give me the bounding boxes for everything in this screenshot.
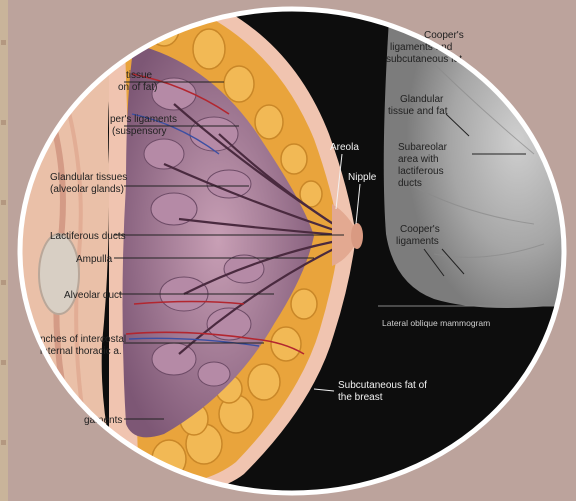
- label-glandular-tissues-line2: (alveolar glands): [50, 184, 124, 195]
- label-subcutaneous-fat-line1: Subcutaneous fat of: [338, 380, 427, 391]
- frame-mark: [1, 280, 6, 285]
- mammo-label-glandular-line2: tissue and fat: [388, 106, 448, 117]
- label-coopers-ligaments-line2: (suspensory: [112, 126, 166, 137]
- label-coopers-ligaments-line1: per's ligaments: [110, 114, 177, 125]
- mammo-label-subareolar-line1: Subareolar: [398, 142, 448, 153]
- mammo-label-coopers-ligaments-line1: Cooper's: [400, 224, 440, 235]
- label-subcutaneous-fat-line2: the breast: [338, 392, 383, 403]
- mammogram-caption: Lateral oblique mammogram: [382, 318, 490, 328]
- frame-mark: [1, 40, 6, 45]
- mammo-label-glandular-line1: Glandular: [400, 94, 444, 105]
- label-alveolar-duct: Alveolar duct: [64, 290, 122, 301]
- anatomy-illustration-oval: tissue on of fat) per's ligaments (suspe…: [14, 4, 570, 498]
- mammo-label-subareolar-line4: ducts: [398, 178, 422, 189]
- label-nipple: Nipple: [348, 172, 377, 183]
- label-ampulla: Ampulla: [76, 254, 113, 265]
- nipple: [351, 223, 363, 249]
- breast-anatomy-diagram: tissue on of fat) per's ligaments (suspe…: [14, 4, 570, 498]
- label-fat-tissue-line2: on of fat): [118, 82, 157, 93]
- label-intercostal-branches-line2: internal thoracic a.: [40, 346, 122, 357]
- label-fat-tissue-line1: tissue: [126, 70, 153, 81]
- label-lactiferous-ducts: Lactiferous ducts: [50, 231, 126, 242]
- mammo-label-coopers-ligaments-line2: ligaments: [396, 236, 439, 247]
- frame-mark: [1, 360, 6, 365]
- frame-mark: [1, 120, 6, 125]
- label-areola: Areola: [330, 142, 359, 153]
- frame-mark: [1, 200, 6, 205]
- mammo-label-coopers-fat-line1: Cooper's: [424, 30, 464, 41]
- label-glandular-tissues-line1: Glandular tissues: [50, 172, 127, 183]
- label-intercostal-branches-line1: nches of intercostal: [40, 334, 126, 345]
- mammo-label-subareolar-line3: lactiferous: [398, 166, 444, 177]
- mammo-label-subareolar-line2: area with: [398, 154, 439, 165]
- left-frame-strip: [0, 0, 8, 501]
- frame-mark: [1, 440, 6, 445]
